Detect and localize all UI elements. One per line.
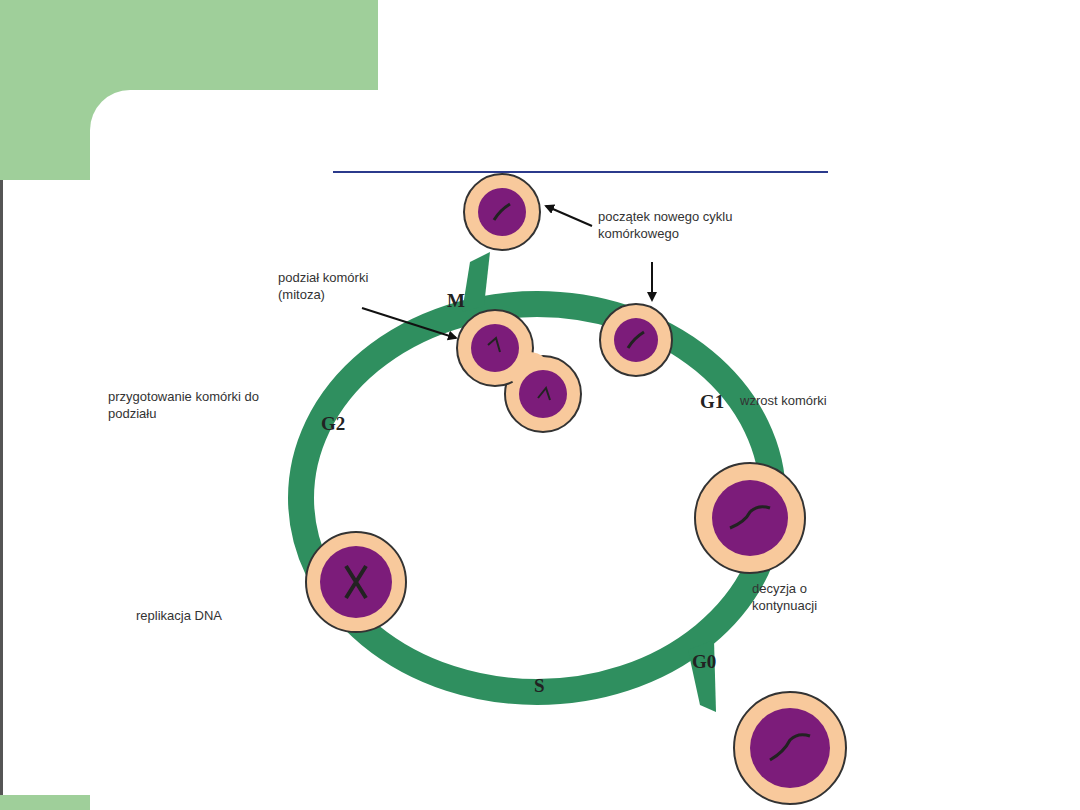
g0-exit-tail <box>688 640 716 712</box>
phase-letter: G0 <box>692 652 716 672</box>
phase-letter: G2 <box>321 414 345 434</box>
slide-edge <box>0 180 3 795</box>
phase-description: decyzja o kontynuacji <box>752 580 852 614</box>
phase-description: replikacja DNA <box>136 607 256 624</box>
m-exit-tail <box>462 252 490 312</box>
slide-foot <box>0 795 90 810</box>
leader-arrow <box>362 308 456 338</box>
slide-panel <box>90 90 1080 810</box>
phase-description: przygotowanie komórki do podziału <box>108 388 298 422</box>
phase-description: wzrost komórki <box>740 392 860 409</box>
callout-text: podział komórki (mitoza) <box>278 269 388 303</box>
phase-letter: M <box>447 291 465 311</box>
phase-letter: S <box>534 676 545 696</box>
leader-arrow <box>651 262 653 300</box>
title-rule <box>333 171 828 173</box>
leader-arrow <box>546 206 592 226</box>
cells <box>306 174 846 804</box>
phase-letter: G1 <box>700 392 724 412</box>
callout-text: początek nowego cyklu komórkowego <box>598 208 748 242</box>
